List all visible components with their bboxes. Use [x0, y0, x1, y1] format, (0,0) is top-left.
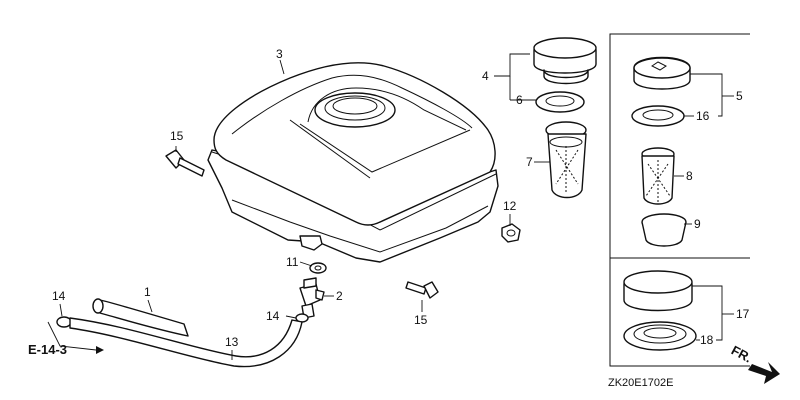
callout-18: 18 [700, 333, 714, 347]
cap-variant-5[interactable] [633, 56, 691, 90]
callout-16: 16 [696, 109, 710, 123]
nut-12[interactable] [501, 223, 521, 243]
fuel-strainer-7[interactable] [545, 121, 587, 199]
fuel-hose-13[interactable] [69, 317, 303, 368]
callout-6: 6 [516, 93, 523, 107]
callout-17: 17 [736, 307, 750, 321]
cap-variant-17[interactable] [623, 270, 693, 312]
callout-13: 13 [225, 335, 239, 349]
diagram-code: ZK20E1702E [608, 377, 673, 389]
front-label: FR. [729, 342, 755, 365]
ring-9[interactable] [641, 213, 687, 247]
washer-11[interactable] [309, 262, 327, 274]
callout-7: 7 [526, 155, 533, 169]
callout-2: 2 [336, 289, 343, 303]
gasket-16[interactable] [631, 105, 685, 127]
variant-frame [609, 33, 750, 367]
clip-left[interactable] [56, 316, 72, 328]
front-direction-arrow: FR. [729, 342, 780, 384]
bolt-upper[interactable] [165, 149, 205, 177]
callout-14-left: 14 [52, 289, 66, 303]
callout-9: 9 [694, 217, 701, 231]
callout-3: 3 [276, 47, 283, 61]
callout-15-lower: 15 [414, 313, 428, 327]
tank-cap[interactable] [533, 37, 597, 85]
fuel-valve[interactable] [299, 277, 325, 319]
arrow-icon [748, 362, 780, 384]
fuel-hose-1[interactable] [92, 298, 189, 337]
gasket-18[interactable] [623, 321, 697, 351]
callout-1: 1 [144, 285, 151, 299]
cap-gasket-6[interactable] [535, 91, 585, 113]
leader-lines [59, 53, 734, 360]
callout-8: 8 [686, 169, 693, 183]
callout-11: 11 [286, 255, 299, 269]
callout-15-upper: 15 [170, 129, 184, 143]
fuel-tank[interactable] [207, 62, 499, 263]
callout-12: 12 [503, 199, 517, 213]
callout-4: 4 [482, 69, 489, 83]
callout-5: 5 [736, 89, 743, 103]
callout-14-right: 14 [266, 309, 280, 323]
strainer-8[interactable] [641, 147, 675, 205]
reference-label: E-14-3 [28, 342, 67, 357]
bolt-lower[interactable] [405, 281, 439, 299]
reference-link[interactable]: E-14-3 [28, 321, 104, 357]
